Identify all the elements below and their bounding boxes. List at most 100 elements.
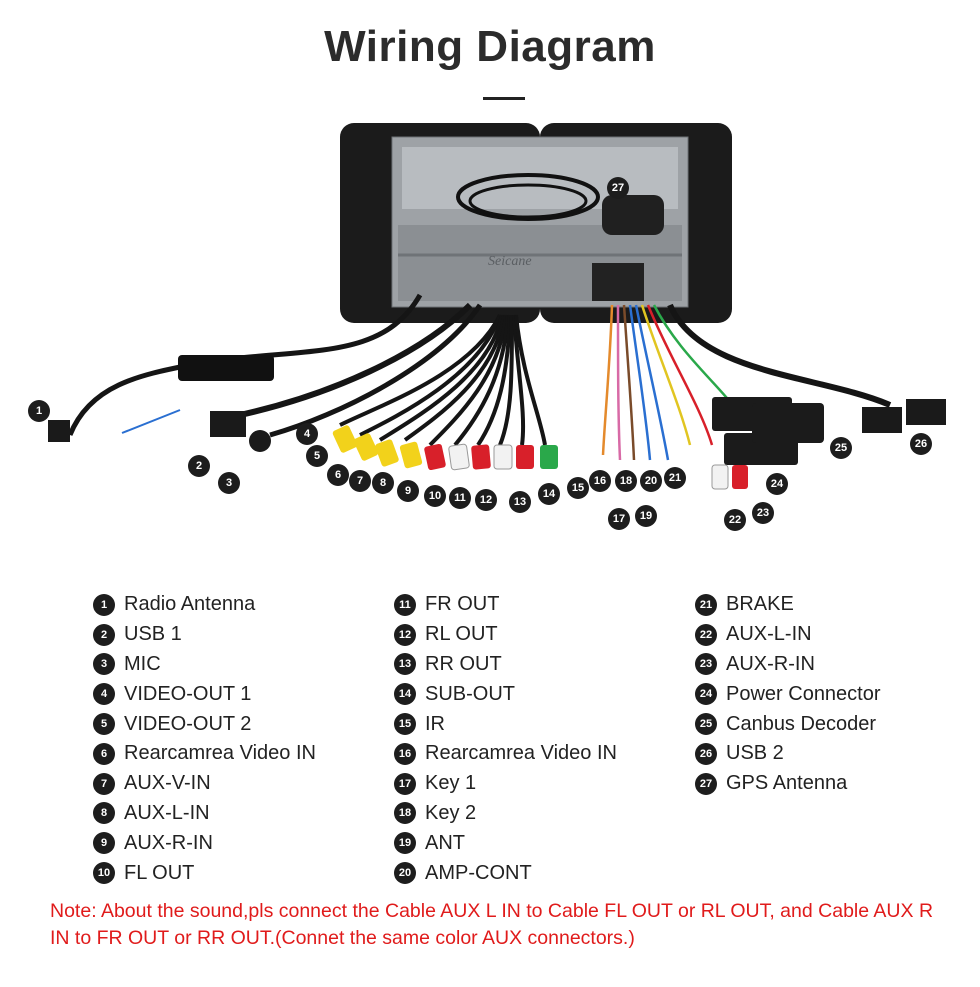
callout-20: 20	[640, 470, 662, 492]
callout-24: 24	[766, 473, 788, 495]
legend-number: 18	[394, 802, 416, 825]
legend-number: 11	[394, 593, 416, 616]
legend-label: ANT	[425, 831, 465, 854]
legend-item: 24 Power Connector	[695, 679, 881, 709]
legend-label: GPS Antenna	[726, 772, 848, 795]
mic-jack	[249, 430, 271, 452]
callout-1: 1	[28, 400, 50, 422]
callout-9: 9	[397, 480, 419, 502]
callout-13: 13	[509, 491, 531, 513]
rca-bundle-cables	[339, 314, 547, 447]
legend-label: AUX-L-IN	[726, 623, 812, 646]
callout-25: 25	[830, 437, 852, 459]
legend-number: 2	[93, 623, 115, 646]
legend-item: 21 BRAKE	[695, 590, 881, 620]
legend-label: AUX-V-IN	[124, 772, 211, 795]
callout-21: 21	[664, 467, 686, 489]
legend-number: 25	[695, 713, 717, 736]
usb1-cable	[239, 302, 473, 418]
callout-17: 17	[608, 508, 630, 530]
legend-item: 2 USB 1	[93, 620, 316, 650]
legend-number: 7	[93, 772, 115, 795]
callout-11: 11	[449, 487, 471, 509]
legend-number: 1	[93, 593, 115, 616]
legend-number: 21	[695, 593, 717, 616]
callout-26: 26	[910, 433, 932, 455]
legend-number: 12	[394, 623, 416, 646]
legend-label: RR OUT	[425, 652, 502, 675]
callout-7: 7	[349, 470, 371, 492]
legend-number: 20	[394, 862, 416, 885]
legend-item: 13 RR OUT	[394, 650, 617, 680]
legend-number: 23	[695, 653, 717, 676]
legend-label: AMP-CONT	[425, 861, 532, 884]
wiring-illustration: Seicane	[0, 115, 980, 535]
legend-label: VIDEO-OUT 2	[124, 712, 252, 735]
legend-item: 23 AUX-R-IN	[695, 650, 881, 680]
legend-number: 24	[695, 683, 717, 706]
legend-item: 14 SUB-OUT	[394, 679, 617, 709]
legend-number: 13	[394, 653, 416, 676]
legend-label: Key 1	[425, 772, 477, 795]
legend-item: 6 Rearcamrea Video IN	[93, 739, 316, 769]
legend-label: VIDEO-OUT 1	[124, 682, 252, 705]
rca-plugs	[332, 425, 558, 471]
legend-number: 22	[695, 623, 717, 646]
legend-number: 9	[93, 832, 115, 855]
callout-18: 18	[615, 470, 637, 492]
legend-label: SUB-OUT	[425, 682, 515, 705]
legend-label: AUX-R-IN	[726, 652, 815, 675]
legend-label: BRAKE	[726, 593, 794, 616]
legend-number: 3	[93, 653, 115, 676]
legend-label: AUX-L-IN	[124, 801, 210, 824]
legend-number: 14	[394, 683, 416, 706]
gps-antenna-module	[602, 195, 664, 235]
callout-12: 12	[475, 489, 497, 511]
usb2-plug-a	[862, 407, 902, 433]
gps-cable-coil	[456, 173, 600, 221]
legend-number: 6	[93, 742, 115, 765]
legend-item: 19 ANT	[394, 828, 617, 858]
callout-22: 22	[724, 509, 746, 531]
callout-16: 16	[589, 470, 611, 492]
aux-l-in-plug	[711, 464, 729, 490]
wiring-svg: Seicane	[48, 123, 946, 490]
legend-number: 19	[394, 832, 416, 855]
legend-label: USB 1	[124, 623, 182, 646]
callout-8: 8	[372, 472, 394, 494]
legend-label: USB 2	[726, 742, 784, 765]
legend-number: 10	[93, 862, 115, 885]
aux-r-in-plug	[732, 465, 748, 489]
legend-label: Rearcamrea Video IN	[425, 742, 617, 765]
callout-19: 19	[635, 505, 657, 527]
page-title: Wiring Diagram	[324, 22, 656, 71]
antenna-plug	[48, 420, 70, 442]
title-underline	[483, 97, 525, 100]
antenna-blue-wire	[121, 409, 181, 434]
legend-label: Power Connector	[726, 682, 881, 705]
canbus-decoder-box	[752, 403, 824, 443]
usb2-plug-b	[906, 399, 946, 425]
legend-label: IR	[425, 712, 445, 735]
callout-27: 27	[607, 177, 629, 199]
legend-number: 4	[93, 683, 115, 706]
legend-label: Rearcamrea Video IN	[124, 742, 316, 765]
callout-5: 5	[306, 445, 328, 467]
usb2-cable	[667, 303, 892, 408]
callout-14: 14	[538, 483, 560, 505]
legend-item: 9 AUX-R-IN	[93, 828, 316, 858]
legend-label: AUX-R-IN	[124, 831, 213, 854]
legend-label: RL OUT	[425, 623, 498, 646]
loose-wires	[601, 304, 742, 461]
